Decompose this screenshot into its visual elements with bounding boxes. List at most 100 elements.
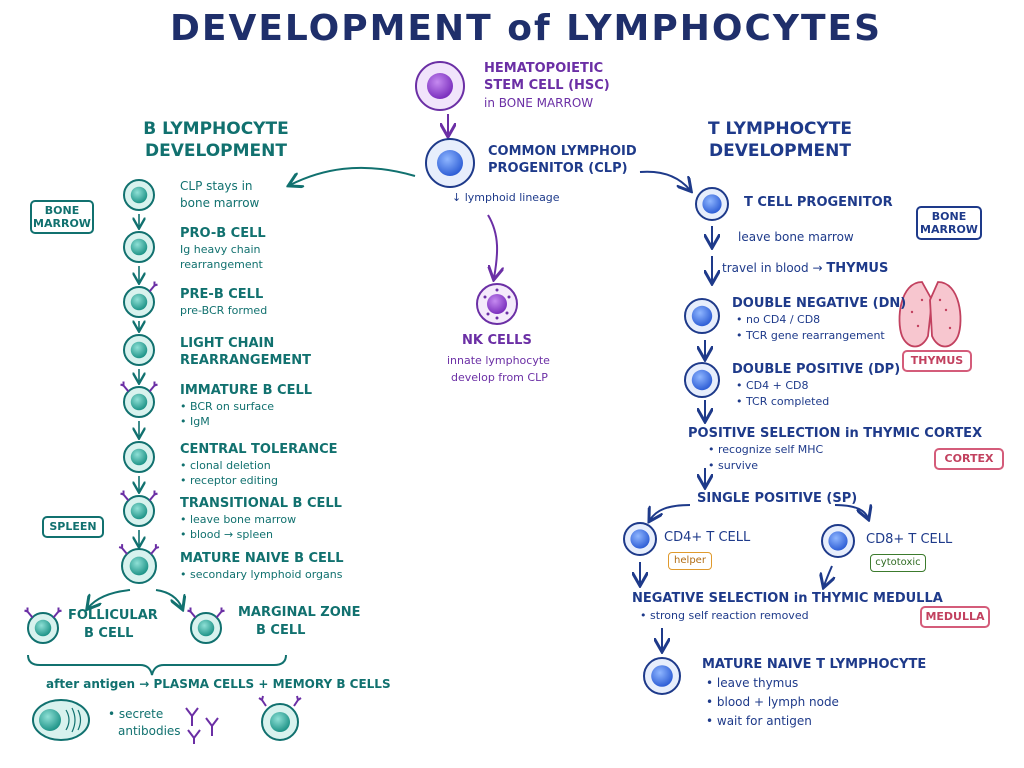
medulla-box: MEDULLA [920, 606, 990, 628]
follicular-b-cell-icon [24, 607, 62, 644]
clp-cell-icon [425, 138, 475, 188]
b-stage-1-desc-2: rearrangement [180, 258, 263, 271]
b-stage-5-desc-1: • clonal deletion [180, 459, 271, 472]
page-title: DEVELOPMENT of LYMPHOCYTES [170, 8, 883, 49]
b-stage-6-name: TRANSITIONAL B CELL [180, 496, 342, 511]
mature-t-cell-icon [643, 657, 681, 695]
helper-tag: helper [668, 552, 712, 570]
clp-label-2: PROGENITOR (CLP) [488, 161, 628, 176]
marginal-zone-b-cell-icon [187, 607, 225, 644]
b-stage-4-desc-2: • IgM [180, 415, 210, 428]
neg-desc-1: • strong self reaction removed [640, 609, 809, 622]
t-arrows [640, 226, 868, 650]
b-stage-7-desc-1: • secondary lymphoid organs [180, 568, 343, 581]
dn-desc-1: • no CD4 / CD8 [736, 313, 821, 326]
mature-desc-3: • wait for antigen [706, 714, 812, 728]
clp-to-t-arrow [639, 170, 690, 190]
nk-desc-1: innate lymphocyte [447, 354, 550, 367]
lymphoid-lineage-note: ↓ lymphoid lineage [452, 191, 560, 204]
b-stage-5-cell-icon [123, 441, 155, 473]
clp-label-1: COMMON LYMPHOID [488, 144, 637, 159]
b-stage-0-name: CLP stays in [180, 179, 253, 193]
cd4-label: CD4+ T CELL [664, 530, 751, 545]
plasma-cell-icon [32, 699, 90, 741]
thymus-box: THYMUS [902, 350, 972, 372]
t-bone-marrow-box: BONE MARROW [916, 206, 982, 240]
b-stage-4-cell-icon [120, 381, 158, 418]
leave-bone-marrow-note: leave bone marrow [738, 230, 854, 244]
b-stage-3-cell-icon [123, 334, 155, 366]
t-progenitor-cell-icon [695, 187, 729, 221]
cd4-cell-icon [623, 522, 657, 556]
b-split-arrows [88, 589, 182, 608]
b-stage-1-desc-1: Ig heavy chain [180, 243, 261, 256]
pos-desc-2: • survive [708, 459, 759, 472]
b-stage-4-name: IMMATURE B CELL [180, 383, 313, 398]
b-stage-6-cell-icon [120, 490, 158, 527]
hsc-label-1: HEMATOPOIETIC [484, 61, 604, 76]
b-stage-4-desc-1: • BCR on surface [180, 400, 275, 413]
nk-cell-icon [476, 283, 518, 325]
hsc-label-2: STEM CELL (HSC) [484, 78, 610, 93]
hsc-cell-icon [415, 61, 465, 111]
nk-title: NK CELLS [462, 333, 532, 348]
positive-selection-label: POSITIVE SELECTION in THYMIC CORTEX [688, 426, 983, 441]
marginal-label-1: MARGINAL ZONE [238, 605, 361, 620]
mature-desc-1: • leave thymus [706, 676, 799, 690]
t-heading-1: T LYMPHOCYTE [707, 119, 853, 139]
b-stage-5-name: CENTRAL TOLERANCE [180, 442, 338, 457]
dp-label: DOUBLE POSITIVE (DP) [732, 362, 901, 377]
b-stage-6-desc-2: • blood → spleen [180, 528, 273, 541]
t-cell-column [623, 187, 855, 695]
secrete-1: • secrete [108, 707, 164, 721]
follicular-label-1: FOLLICULAR [68, 608, 158, 623]
spleen-box: SPLEEN [42, 516, 104, 538]
b-stage-6-desc-1: • leave bone marrow [180, 513, 297, 526]
b-stage-7-name: MATURE NAIVE B CELL [180, 551, 344, 566]
dp-desc-2: • TCR completed [736, 395, 830, 408]
secrete-2: antibodies [118, 724, 181, 738]
dn-label: DOUBLE NEGATIVE (DN) [732, 296, 907, 311]
clp-to-nk-arrow [488, 214, 497, 278]
b-stage-3-desc-1: REARRANGEMENT [180, 353, 312, 368]
t-heading-2: DEVELOPMENT [709, 141, 851, 161]
b-stage-2-desc-1: pre-BCR formed [180, 304, 268, 317]
b-stage-5-desc-2: • receptor editing [180, 474, 279, 487]
b-stage-0-desc-1: bone marrow [180, 196, 260, 210]
t-progenitor-label: T CELL PROGENITOR [744, 195, 893, 210]
cd8-cell-icon [821, 524, 855, 558]
b-heading-2: DEVELOPMENT [145, 141, 287, 161]
antibody-icon [185, 707, 219, 744]
cd8-label: CD8+ T CELL [866, 532, 953, 547]
b-heading-1: B LYMPHOCYTE [143, 119, 289, 139]
dn-desc-2: • TCR gene rearrangement [736, 329, 885, 342]
thymus-organ-icon [898, 281, 962, 348]
b-bone-marrow-box: BONE MARROW [30, 200, 94, 234]
b-stage-1-cell-icon [123, 231, 155, 263]
dp-desc-1: • CD4 + CD8 [736, 379, 809, 392]
single-positive-label: SINGLE POSITIVE (SP) [697, 491, 858, 506]
pos-desc-1: • recognize self MHC [708, 443, 824, 456]
mature-t-label: MATURE NAIVE T LYMPHOCYTE [702, 657, 927, 672]
b-stage-7-cell-icon [118, 544, 160, 584]
b-cell-brace [27, 654, 287, 676]
memory-b-cell-icon [258, 695, 302, 741]
b-stage-0-cell-icon [123, 179, 155, 211]
cortex-box: CORTEX [934, 448, 1004, 470]
negative-selection-label: NEGATIVE SELECTION in THYMIC MEDULLA [632, 591, 943, 606]
b-stage-1-name: PRO-B CELL [180, 226, 266, 241]
b-stage-2-name: PRE-B CELL [180, 287, 264, 302]
dp-cell-icon [684, 362, 720, 398]
mature-desc-2: • blood + lymph node [706, 695, 839, 709]
dn-cell-icon [684, 298, 720, 334]
travel-blood-note: travel in blood → THYMUS [722, 261, 889, 276]
clp-to-b-arrow [290, 166, 416, 185]
b-cell-column [24, 179, 225, 644]
nk-desc-2: develop from CLP [451, 371, 548, 384]
hsc-label-3: in BONE MARROW [484, 96, 594, 110]
marginal-label-2: B CELL [256, 623, 306, 638]
b-stage-3-name: LIGHT CHAIN [180, 336, 275, 351]
after-antigen-line: after antigen → PLASMA CELLS + MEMORY B … [46, 677, 391, 691]
